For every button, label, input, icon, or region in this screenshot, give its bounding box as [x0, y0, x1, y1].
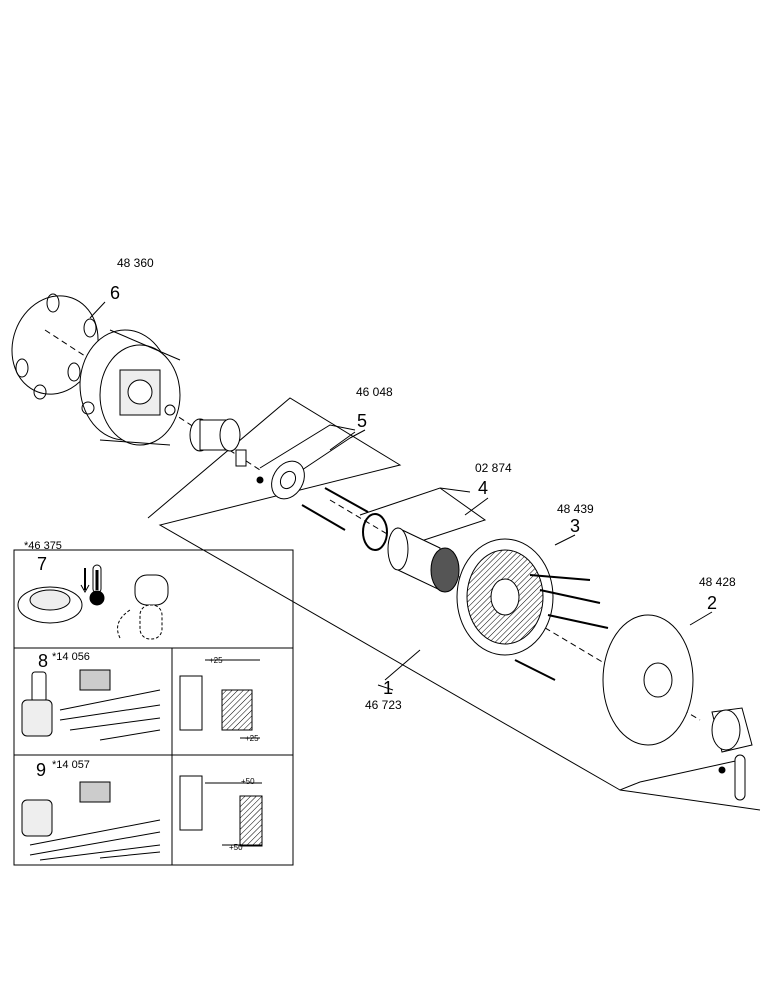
part-5-callout: 5 — [357, 411, 368, 431]
box-7-content — [17, 564, 169, 640]
box-9-number: *14 057 — [52, 759, 90, 771]
box-8-dim-top: +25 — [209, 656, 223, 665]
box-8-number: *14 056 — [52, 651, 90, 663]
part-5-number: 46 048 — [356, 385, 393, 399]
cartridge-nut — [271, 460, 305, 500]
part-1-callout: 1 — [383, 678, 394, 698]
part-6-callout: 6 — [110, 283, 121, 303]
box-8-callout: 8 — [38, 651, 49, 671]
part-4-callout: 4 — [478, 478, 489, 498]
box-9-callout: 9 — [36, 760, 47, 780]
box-8-content — [21, 659, 260, 741]
part-2-callout: 2 — [707, 593, 718, 613]
long-screws — [301, 487, 369, 531]
part-3-number: 48 439 — [557, 502, 594, 516]
part-4-bracket — [359, 487, 487, 549]
lever-handle-icon — [117, 574, 169, 640]
box-7-number: *46 375 — [24, 540, 62, 552]
part-1-number: 46 723 — [365, 698, 402, 712]
accessory-box — [13, 549, 294, 866]
cold-arrow-icon — [80, 568, 90, 594]
lever-handle — [711, 707, 753, 801]
leader-lines — [89, 301, 713, 691]
part-4-number: 02 874 — [475, 461, 512, 475]
thermometer-icon — [89, 564, 105, 606]
small-oring — [362, 513, 388, 551]
part-4-sleeve — [387, 527, 460, 593]
part-2-number: 48 428 — [699, 575, 736, 589]
cartridge — [189, 418, 264, 484]
box-9-dim-top: +50 — [241, 777, 255, 786]
part-3-callout: 3 — [570, 516, 581, 536]
valve-body — [79, 329, 181, 446]
box-7-callout: 7 — [37, 554, 48, 574]
part-5-bracket — [259, 424, 366, 479]
box-9-dim-bottom: +50 — [229, 843, 243, 852]
box-8-dim-bottom: +25 — [245, 734, 259, 743]
part-2-escutcheon — [602, 614, 694, 746]
part-6-number: 48 360 — [117, 256, 154, 270]
box-9-content — [21, 775, 263, 861]
part-3-plate — [456, 538, 609, 681]
